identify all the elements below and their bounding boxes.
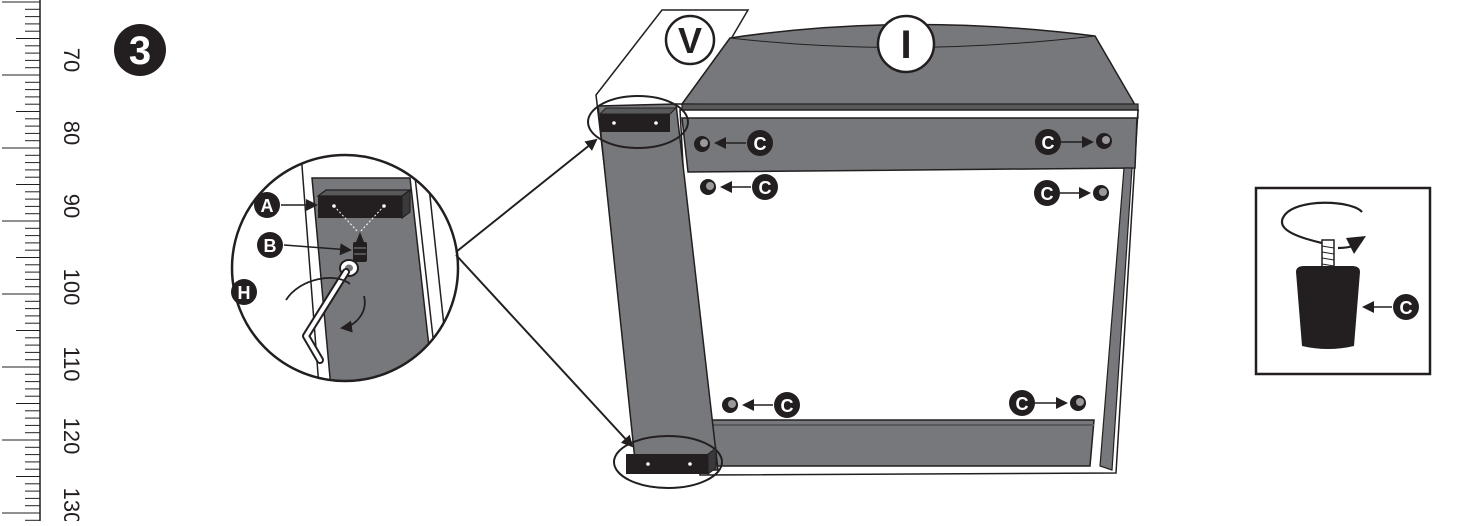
foot-top-right: C: [1035, 129, 1112, 155]
bottom-rail: [711, 419, 1095, 467]
bracket-highlight-bottom: [613, 435, 723, 489]
ruler-label: 130: [59, 488, 84, 521]
leveling-foot-icon: [1296, 266, 1360, 349]
bracket-a-icon: [316, 188, 412, 233]
ruler-label-130: 130: [59, 488, 84, 525]
bracket-top-icon: [598, 107, 678, 132]
foot-thread-icon: [1321, 239, 1335, 269]
side-panel-v: [597, 103, 719, 471]
hex-key-h-icon: [302, 268, 350, 364]
part-label-b: B: [264, 236, 277, 256]
part-label-c: C: [1041, 184, 1054, 204]
rotate-arrow-icon: [1281, 201, 1363, 245]
ruler-label-120: 120: [59, 418, 84, 455]
foot-bottom-right: C: [1009, 390, 1086, 416]
part-label-c: C: [1016, 394, 1029, 414]
ruler-label: 110: [59, 346, 84, 381]
callout-a: A: [254, 192, 318, 218]
ruler-label-100: 100: [59, 269, 84, 306]
top-rail: [681, 117, 1138, 173]
foot-bottom-left: C: [722, 392, 800, 418]
part-label-a: A: [261, 196, 274, 216]
foot-mid-left: C: [700, 174, 778, 200]
panel-label-v: V: [664, 14, 716, 66]
part-label-c: C: [754, 134, 767, 154]
part-label-c: C: [759, 178, 772, 198]
ruler-label: 90: [59, 194, 84, 218]
bracket-highlight-top: [587, 95, 689, 149]
ruler-label: 80: [59, 121, 84, 145]
bracket-bottom-icon: [626, 447, 717, 475]
detail-pointer-bottom: [455, 254, 634, 448]
panel-label-i-text: I: [900, 23, 911, 67]
detail-pointer-top: [455, 138, 598, 253]
detail-panel-strip: [311, 177, 436, 381]
rotate-arrow-icon: [285, 277, 351, 301]
detail-magnifier: A B H: [230, 153, 460, 383]
ruler-label-80: 80: [59, 121, 84, 145]
step-number: 3: [129, 29, 151, 73]
callout-b: B: [257, 232, 352, 258]
panel-label-i: I: [876, 14, 936, 74]
foot-mid-right: C: [1034, 180, 1109, 206]
measurement-ruler: 70 80 90 100 110 120 130: [2, 0, 84, 525]
part-label-c: C: [781, 396, 794, 416]
foot-top-left: C: [694, 130, 773, 156]
part-label-c: C: [1400, 298, 1413, 318]
ruler-label: 70: [59, 48, 84, 72]
part-label-h: H: [238, 283, 251, 303]
ruler-label-110: 110: [59, 346, 84, 381]
panel-label-v-text: V: [678, 20, 702, 61]
callout-h: H: [231, 279, 257, 305]
rotate-arrow-icon: [340, 295, 366, 333]
cabinet-assembly: V I C C C C: [587, 9, 1140, 489]
ruler-tick-marks: [2, 1, 40, 521]
ruler-label-90: 90: [59, 194, 84, 218]
ruler-label: 120: [59, 418, 84, 455]
right-panel: [1099, 167, 1133, 471]
ruler-label-70: 70: [59, 48, 84, 72]
step-number-badge: 3: [114, 24, 166, 76]
foot-detail-inset: C: [1254, 186, 1432, 376]
ruler-label: 100: [59, 269, 84, 306]
part-label-c: C: [1042, 133, 1055, 153]
screw-b-icon: [339, 232, 367, 277]
